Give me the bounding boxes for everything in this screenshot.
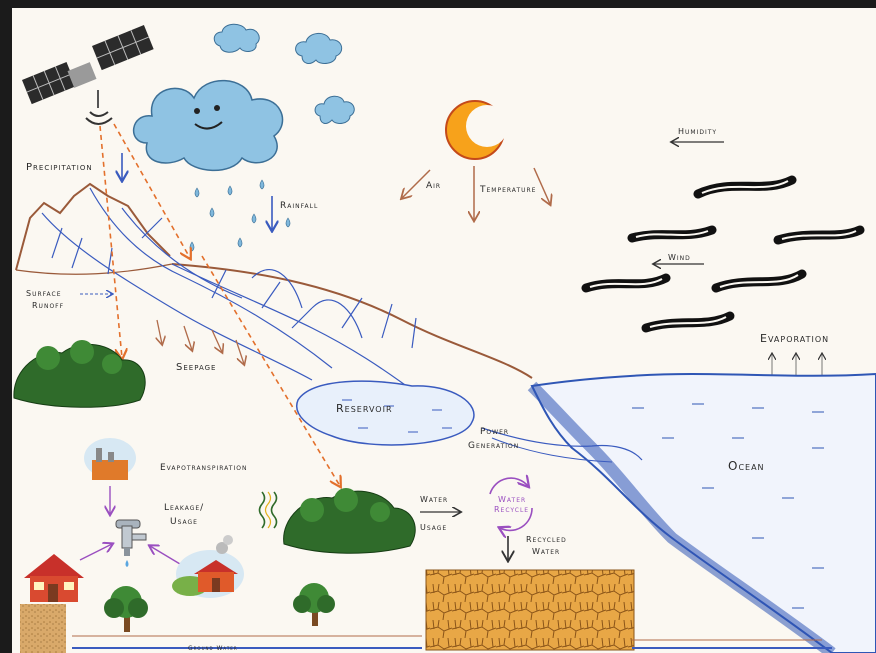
sun-icon xyxy=(446,101,508,159)
label-evapotranspiration: Evapotranspiration xyxy=(160,463,247,473)
label-precipitation: Precipitation xyxy=(26,162,93,173)
label-evaporation: Evaporation xyxy=(760,332,829,345)
label-water-recycle-1: Water xyxy=(498,495,526,504)
label-water-usage-1: Water xyxy=(420,495,448,504)
water-cycle-diagram: Precipitation Rainfall Surface Runoff Se… xyxy=(12,8,876,653)
label-ground-water: Ground Water xyxy=(188,645,238,652)
label-humidity: Humidity xyxy=(678,127,717,136)
label-ocean: Ocean xyxy=(728,459,765,473)
label-air: Air xyxy=(426,181,441,191)
house-icon-2 xyxy=(172,535,244,598)
label-reservoir: Reservoir xyxy=(336,402,393,415)
soil-sample xyxy=(20,604,66,653)
label-temperature: Temperature xyxy=(479,185,536,195)
raindrops xyxy=(190,180,290,251)
cloud-icon xyxy=(134,81,283,171)
water-cycle-poster: Precipitation Rainfall Surface Runoff Se… xyxy=(12,8,876,653)
label-recycled-water-2: Water xyxy=(532,547,560,556)
label-recycled-water-1: Recycled xyxy=(526,535,567,544)
dry-cracked-land xyxy=(426,570,634,650)
label-surface-runoff-2: Runoff xyxy=(32,301,64,310)
label-rainfall: Rainfall xyxy=(280,201,318,211)
house-icon xyxy=(24,554,84,602)
label-surface-runoff-1: Surface xyxy=(26,289,62,298)
wind-streaks xyxy=(586,180,860,328)
label-water-usage-2: Usage xyxy=(420,523,447,532)
factory-icon xyxy=(84,438,136,480)
label-leakage-2: Usage xyxy=(170,517,198,527)
label-water-recycle-2: Recycle xyxy=(494,505,529,514)
bush-left xyxy=(14,340,145,407)
label-seepage: Seepage xyxy=(176,362,216,373)
label-wind: Wind xyxy=(668,253,691,262)
faucet-icon xyxy=(116,520,146,567)
bush-middle xyxy=(284,488,416,553)
label-power-generation-2: Generation xyxy=(468,441,519,451)
satellite-icon xyxy=(22,25,154,124)
label-leakage-1: Leakage/ xyxy=(164,503,204,513)
label-power-generation-1: Power xyxy=(480,427,509,437)
